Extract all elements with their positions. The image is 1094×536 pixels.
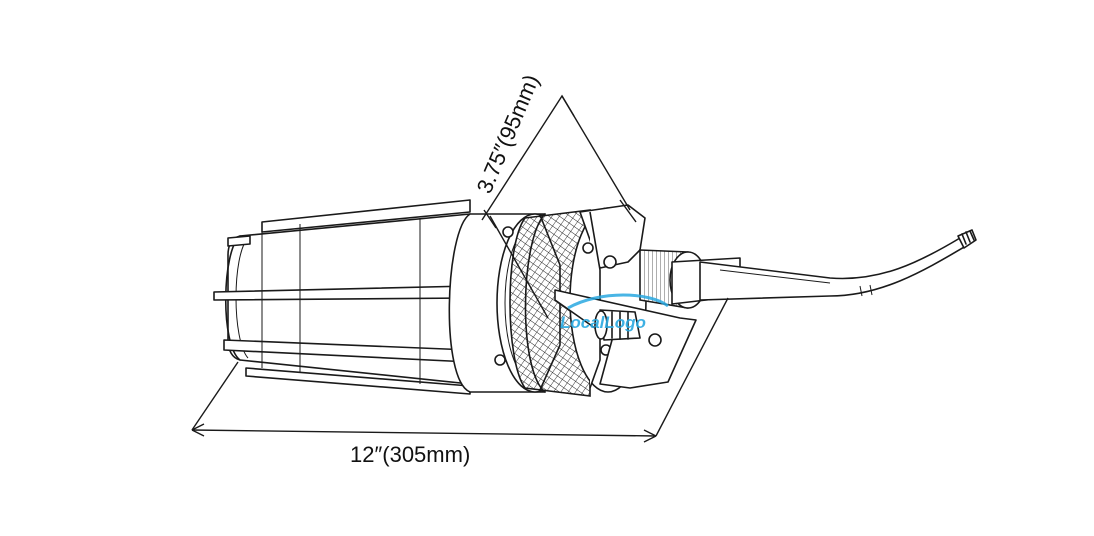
length-label: 12″(305mm): [350, 442, 470, 467]
pump-head: [554, 204, 697, 393]
power-cable: [699, 229, 977, 301]
fin-bottom: [245, 367, 471, 395]
diameter-dimension: [481, 94, 637, 319]
collar-screw-bottom: [494, 354, 506, 366]
collar-screw-top: [502, 226, 514, 238]
diameter-label: 3.75″(95mm): [472, 71, 544, 197]
watermark-text: LocalLogo: [560, 313, 646, 332]
length-dimension: [191, 297, 729, 443]
motor-body: [213, 199, 471, 395]
intake-screen: [509, 209, 591, 397]
watermark-logo: LocalLogo: [560, 293, 669, 332]
